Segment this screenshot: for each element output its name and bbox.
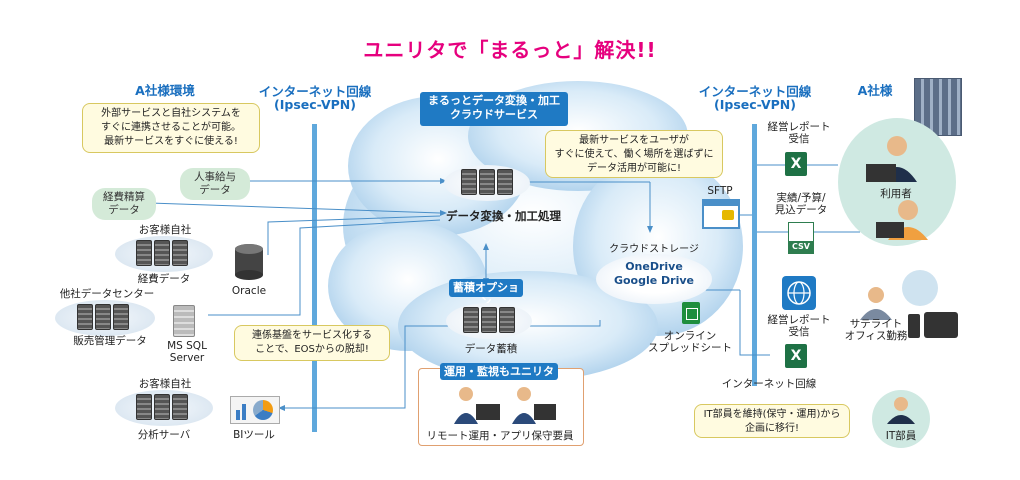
lock-icon	[722, 210, 734, 220]
server-icon	[135, 240, 189, 270]
users-label: 利用者	[880, 188, 912, 200]
data-storage-label: データ蓄積	[464, 343, 518, 355]
server-icon	[462, 307, 516, 337]
left-env-header: A社様環境	[135, 83, 195, 98]
datacenter-label: 他社データセンター	[59, 288, 155, 300]
expense-settle-pill: 経費精算 データ	[92, 188, 156, 220]
page-title: ユニリタで「まるっと」解決!!	[363, 38, 657, 62]
sales-data-label: 販売管理データ	[73, 335, 147, 347]
customer-bottom-label: お客様自社	[138, 378, 192, 390]
ops-panel	[418, 368, 584, 446]
internet-right-line2: (Ipsec-VPN)	[714, 97, 796, 112]
internet-left-line2: (Ipsec-VPN)	[274, 97, 356, 112]
server-tower-icon	[172, 305, 196, 341]
processing-label: データ変換・加工処理	[446, 209, 561, 223]
hr-payroll-pill: 人事給与 データ	[180, 168, 250, 200]
sftp-label: SFTP	[707, 185, 733, 197]
internet-right-line1: インターネット回線	[698, 84, 812, 99]
analysis-server-label: 分析サーバ	[137, 429, 191, 441]
company-header: A社様	[857, 83, 893, 98]
internet-plain-label: インターネット回線	[721, 378, 817, 390]
satellite-person-icon	[860, 287, 892, 320]
cloud-storage-cloud	[596, 254, 712, 304]
user-person-icon	[866, 136, 928, 240]
bi-tool-label: BIツール	[233, 429, 275, 441]
server-icon	[460, 169, 514, 199]
server-icon	[135, 394, 189, 424]
internet-line-right	[752, 124, 757, 386]
oracle-label: Oracle	[231, 285, 267, 297]
cloud-storage-label: クラウドストレージ	[609, 244, 699, 255]
operator-person-icon	[454, 387, 556, 424]
csv-label: CSV	[789, 241, 813, 253]
ops-box: 運用・監視もユニリタで	[440, 363, 558, 392]
note-it-staff: IT部員を維持(保守・運用)から 企画に移行!	[694, 404, 850, 438]
excel-icon: X	[785, 152, 807, 176]
customer-top-label: お客様自社	[138, 224, 192, 236]
internet-line-left	[312, 124, 317, 432]
ops-label: リモート運用・アプリ保守要員	[426, 430, 574, 442]
spreadsheet-icon	[682, 302, 700, 324]
onedrive-label: OneDrive	[625, 260, 683, 273]
satellite-label: サテライト オフィス勤務	[844, 318, 908, 342]
storage-option-box: 蓄積オプション	[449, 279, 523, 308]
mssql-label: MS SQL Server	[167, 340, 207, 364]
remote-worker-icon	[902, 270, 938, 306]
gdrive-label: Google Drive	[613, 274, 695, 287]
note-service: 連係基盤をサービス化する ことで、EOSからの脱却!	[234, 325, 390, 361]
online-sheet-label: オンライン スプレッドシート	[648, 330, 732, 354]
note-latest-service: 最新サービスをユーザが すぐに使えて、働く場所を選ばずに データ活用が可能に!	[545, 130, 723, 178]
excel-icon: X	[785, 344, 807, 368]
bi-chart-icon	[230, 396, 280, 424]
report-bottom-label: 経営レポート 受信	[767, 314, 831, 338]
internet-left-line1: インターネット回線	[258, 84, 372, 99]
csv-file-icon: CSV	[788, 222, 814, 254]
phone-icon	[908, 314, 920, 338]
it-staff-person-icon	[887, 397, 915, 424]
sftp-window-icon	[702, 199, 740, 229]
note-external-service: 外部サービスと自社システムを すぐに連携させることが可能。 最新サービスをすぐに…	[82, 103, 260, 153]
expense-data-label: 経費データ	[137, 273, 191, 285]
server-icon	[76, 304, 130, 334]
database-icon	[235, 244, 263, 280]
report-top-label: 経営レポート 受信	[767, 121, 831, 145]
tablet-icon	[924, 312, 958, 338]
globe-icon	[782, 276, 816, 310]
it-staff-label: IT部員	[885, 430, 917, 442]
service-box: まるっとデータ変換・加工 クラウドサービス	[420, 92, 568, 126]
actual-budget-label: 実績/予算/ 見込データ	[774, 192, 828, 216]
